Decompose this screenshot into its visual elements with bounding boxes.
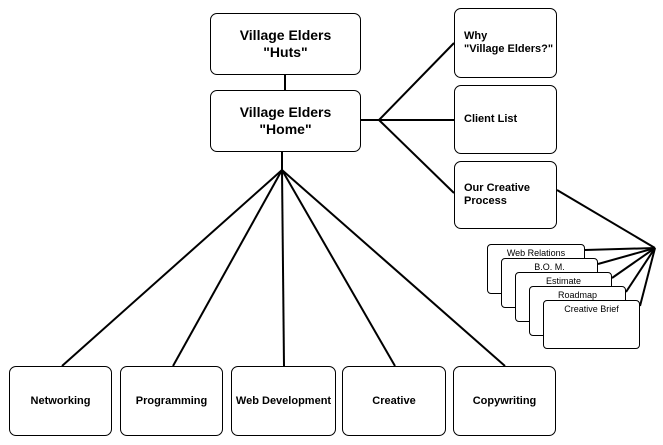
service-label-programming: Programming	[135, 394, 208, 407]
connector-to-programming	[172, 169, 283, 367]
doc-label-estimate: Estimate	[545, 276, 581, 286]
service-label-networking: Networking	[30, 394, 91, 407]
doc-label-web-relations: Web Relations	[506, 248, 566, 258]
why-label: Why "Village Elders?"	[464, 30, 554, 55]
client-list-label: Client List	[464, 113, 518, 125]
service-copywriting-box[interactable]: Copywriting	[453, 366, 556, 436]
doc-label-bom: B.O. M.	[534, 262, 565, 272]
service-label-web-development: Web Development	[235, 394, 332, 407]
why-village-elders-box[interactable]: Why "Village Elders?"	[454, 8, 557, 78]
connector-to-creative	[281, 169, 396, 367]
doc-label-roadmap: Roadmap	[557, 290, 598, 300]
client-list-box[interactable]: Client List	[454, 85, 557, 154]
connector-hub-doc3	[611, 247, 656, 279]
connector-to-copywriting	[281, 169, 506, 367]
service-creative-box[interactable]: Creative	[342, 366, 446, 436]
connector-hub-doc1	[584, 247, 656, 251]
doc-card-creative-brief[interactable]: Creative Brief	[543, 300, 640, 349]
creative-process-box[interactable]: Our Creative Process	[454, 161, 557, 229]
village-elders-home-box[interactable]: Village Elders "Home"	[210, 90, 361, 152]
huts-label: Village Elders "Huts"	[239, 27, 332, 60]
service-programming-box[interactable]: Programming	[120, 366, 223, 436]
connector-process-hub	[556, 189, 656, 249]
service-networking-box[interactable]: Networking	[9, 366, 112, 436]
creative-process-label: Our Creative Process	[464, 182, 531, 207]
connector-hub-doc4	[625, 247, 656, 293]
connector-hub-doc5	[639, 247, 656, 307]
connector-to-webdev	[281, 169, 285, 367]
doc-label-creative-brief: Creative Brief	[564, 304, 619, 314]
connector-to-networking	[61, 169, 283, 367]
village-elders-huts-box[interactable]: Village Elders "Huts"	[210, 13, 361, 75]
service-label-creative: Creative	[372, 394, 416, 407]
service-label-copywriting: Copywriting	[472, 394, 537, 407]
connector-fan-why	[378, 42, 455, 121]
home-label: Village Elders "Home"	[239, 104, 332, 137]
service-web-development-box[interactable]: Web Development	[231, 366, 336, 436]
connector-fan-process	[378, 119, 455, 194]
connector-hub-doc2	[597, 247, 656, 265]
